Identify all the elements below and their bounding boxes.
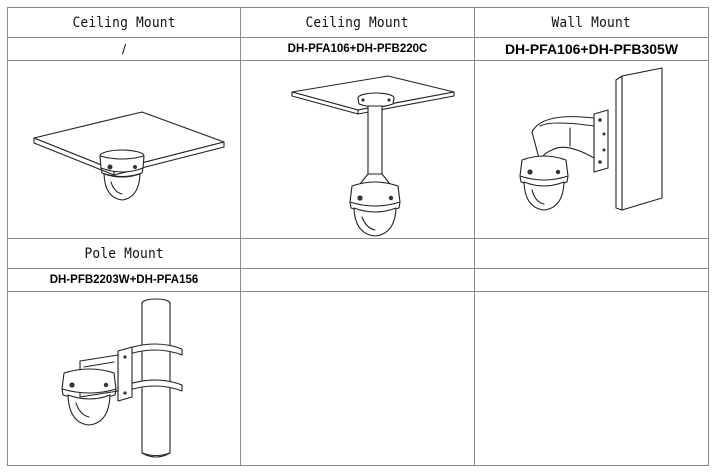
header-ceiling-mount-1: Ceiling Mount <box>72 14 176 31</box>
image-cell-ceiling-pendant <box>241 61 475 239</box>
model-wall-mount: DH-PFA106+DH-PFB305W <box>504 41 679 57</box>
header-cell-5 <box>241 239 475 269</box>
header-cell-3: Wall Mount <box>475 8 708 38</box>
mount-accessory-table: Ceiling Mount Ceiling Mount Wall Mount /… <box>7 7 709 466</box>
wall-mount-bracket-illustration <box>518 66 663 211</box>
model-cell-4: DH-PFB2203W+DH-PFA156 <box>8 269 241 292</box>
header-ceiling-mount-2: Ceiling Mount <box>305 14 410 31</box>
ceiling-mount-pendant-illustration <box>290 74 455 237</box>
model-cell-3: DH-PFA106+DH-PFB305W <box>475 38 708 61</box>
image-cell-ceiling-direct <box>8 61 241 239</box>
model-pole-mount: DH-PFB2203W+DH-PFA156 <box>49 274 199 286</box>
model-ceiling-pendant: DH-PFA106+DH-PFB220C <box>287 43 428 55</box>
model-none: / <box>121 42 127 56</box>
empty-image-cell-1 <box>241 292 475 465</box>
model-cell-5 <box>241 269 475 292</box>
model-cell-1: / <box>8 38 241 61</box>
image-cell-wall-mount <box>475 61 708 239</box>
header-wall-mount: Wall Mount <box>551 14 632 31</box>
header-cell-6 <box>475 239 708 269</box>
empty-image-cell-2 <box>475 292 708 465</box>
ceiling-mount-direct-illustration <box>33 110 225 201</box>
header-pole-mount: Pole Mount <box>84 245 164 262</box>
pole-mount-bracket-illustration <box>61 297 183 458</box>
header-cell-4: Pole Mount <box>8 239 241 269</box>
header-cell-1: Ceiling Mount <box>8 8 241 38</box>
model-cell-2: DH-PFA106+DH-PFB220C <box>241 38 475 61</box>
header-cell-2: Ceiling Mount <box>241 8 475 38</box>
image-cell-pole-mount <box>8 292 241 465</box>
model-cell-6 <box>475 269 708 292</box>
